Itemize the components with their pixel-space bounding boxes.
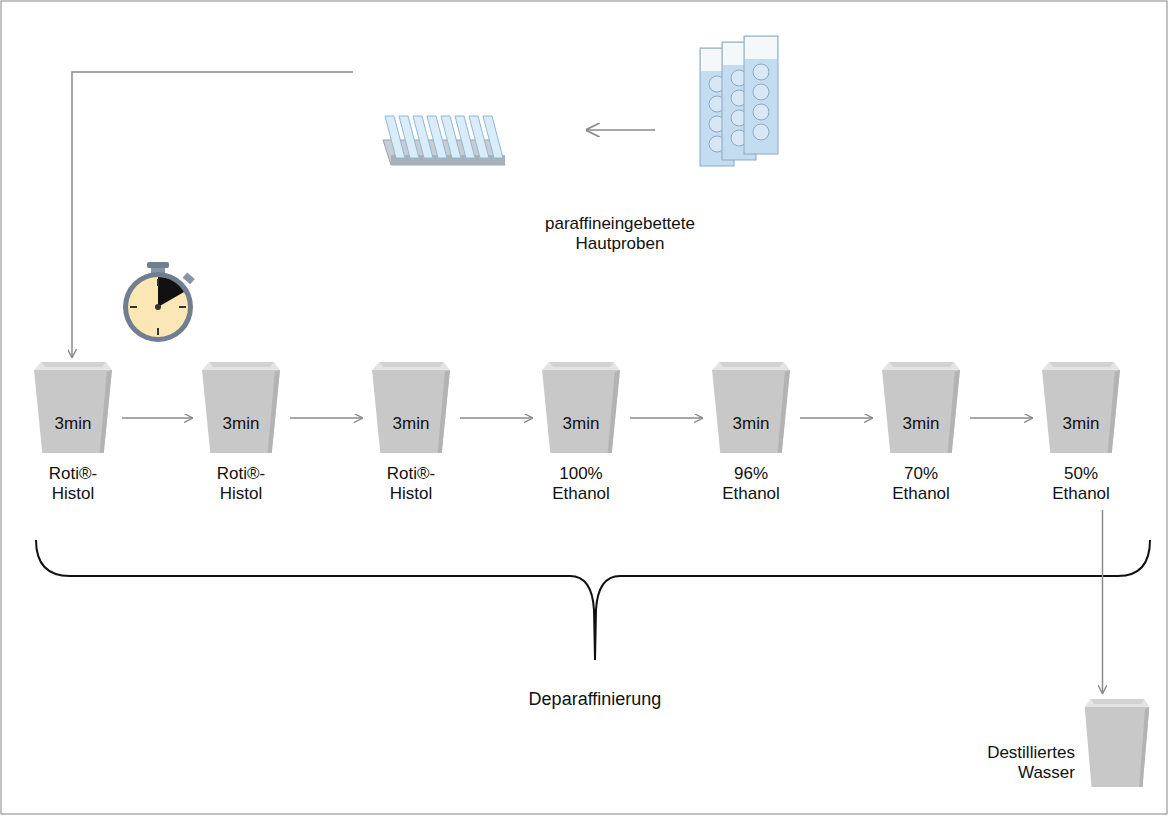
duration-text: 3min bbox=[32, 414, 114, 434]
duration-text: 3min bbox=[200, 414, 282, 434]
solution-label: Destilliertes Wasser bbox=[945, 743, 1075, 783]
solution-label: Roti®- Histol bbox=[32, 464, 114, 504]
transfer-arrow bbox=[587, 129, 655, 131]
solution-label: 50% Ethanol bbox=[1040, 464, 1122, 504]
beaker-shape bbox=[540, 360, 622, 455]
beaker-shape bbox=[200, 360, 282, 455]
beaker-shape bbox=[1083, 697, 1151, 789]
flow-arrow bbox=[800, 417, 872, 419]
sample-group: paraffineingebettete Hautproben bbox=[355, 30, 805, 262]
solvent-beaker: 3minRoti®- Histol bbox=[32, 360, 114, 506]
stopwatch-icon bbox=[123, 262, 195, 342]
solvent-beaker: 3minRoti®- Histol bbox=[200, 360, 282, 506]
solvent-beaker: 3min 50% Ethanol bbox=[1040, 360, 1122, 506]
flow-arrow bbox=[122, 417, 192, 419]
flow-arrow bbox=[970, 417, 1032, 419]
solvent-beaker: 3min 96% Ethanol bbox=[710, 360, 792, 506]
flow-arrow bbox=[460, 417, 532, 419]
solvent-beaker: 3min 100% Ethanol bbox=[540, 360, 622, 506]
beaker-shape bbox=[370, 360, 452, 455]
duration-text: 3min bbox=[880, 414, 962, 434]
group-label: Deparaffinierung bbox=[445, 688, 745, 710]
flow-arrow bbox=[1102, 510, 1104, 693]
duration-text: 3min bbox=[710, 414, 792, 434]
solution-label: 100% Ethanol bbox=[540, 464, 622, 504]
water-beaker: Destilliertes Wasser bbox=[1083, 697, 1151, 789]
solution-label: Roti®- Histol bbox=[370, 464, 452, 504]
slide-rack bbox=[383, 116, 505, 165]
flow-arrow bbox=[72, 72, 353, 357]
beaker-shape bbox=[880, 360, 962, 455]
solution-label: 96% Ethanol bbox=[710, 464, 792, 504]
sample-caption: paraffineingebettete Hautproben bbox=[515, 214, 725, 254]
beaker-shape bbox=[1040, 360, 1122, 455]
solution-label: 70% Ethanol bbox=[880, 464, 962, 504]
flow-arrow bbox=[290, 417, 362, 419]
solvent-beaker: 3min 70% Ethanol bbox=[880, 360, 962, 506]
glass-slides bbox=[700, 36, 778, 166]
duration-text: 3min bbox=[540, 414, 622, 434]
flow-arrow bbox=[630, 417, 702, 419]
beaker-shape bbox=[32, 360, 114, 455]
solution-label: Roti®- Histol bbox=[200, 464, 282, 504]
solvent-beaker: 3minRoti®- Histol bbox=[370, 360, 452, 506]
grouping-brace bbox=[36, 540, 1150, 660]
duration-text: 3min bbox=[370, 414, 452, 434]
beaker-shape bbox=[710, 360, 792, 455]
samples-illustration bbox=[355, 30, 805, 200]
duration-text: 3min bbox=[1040, 414, 1122, 434]
